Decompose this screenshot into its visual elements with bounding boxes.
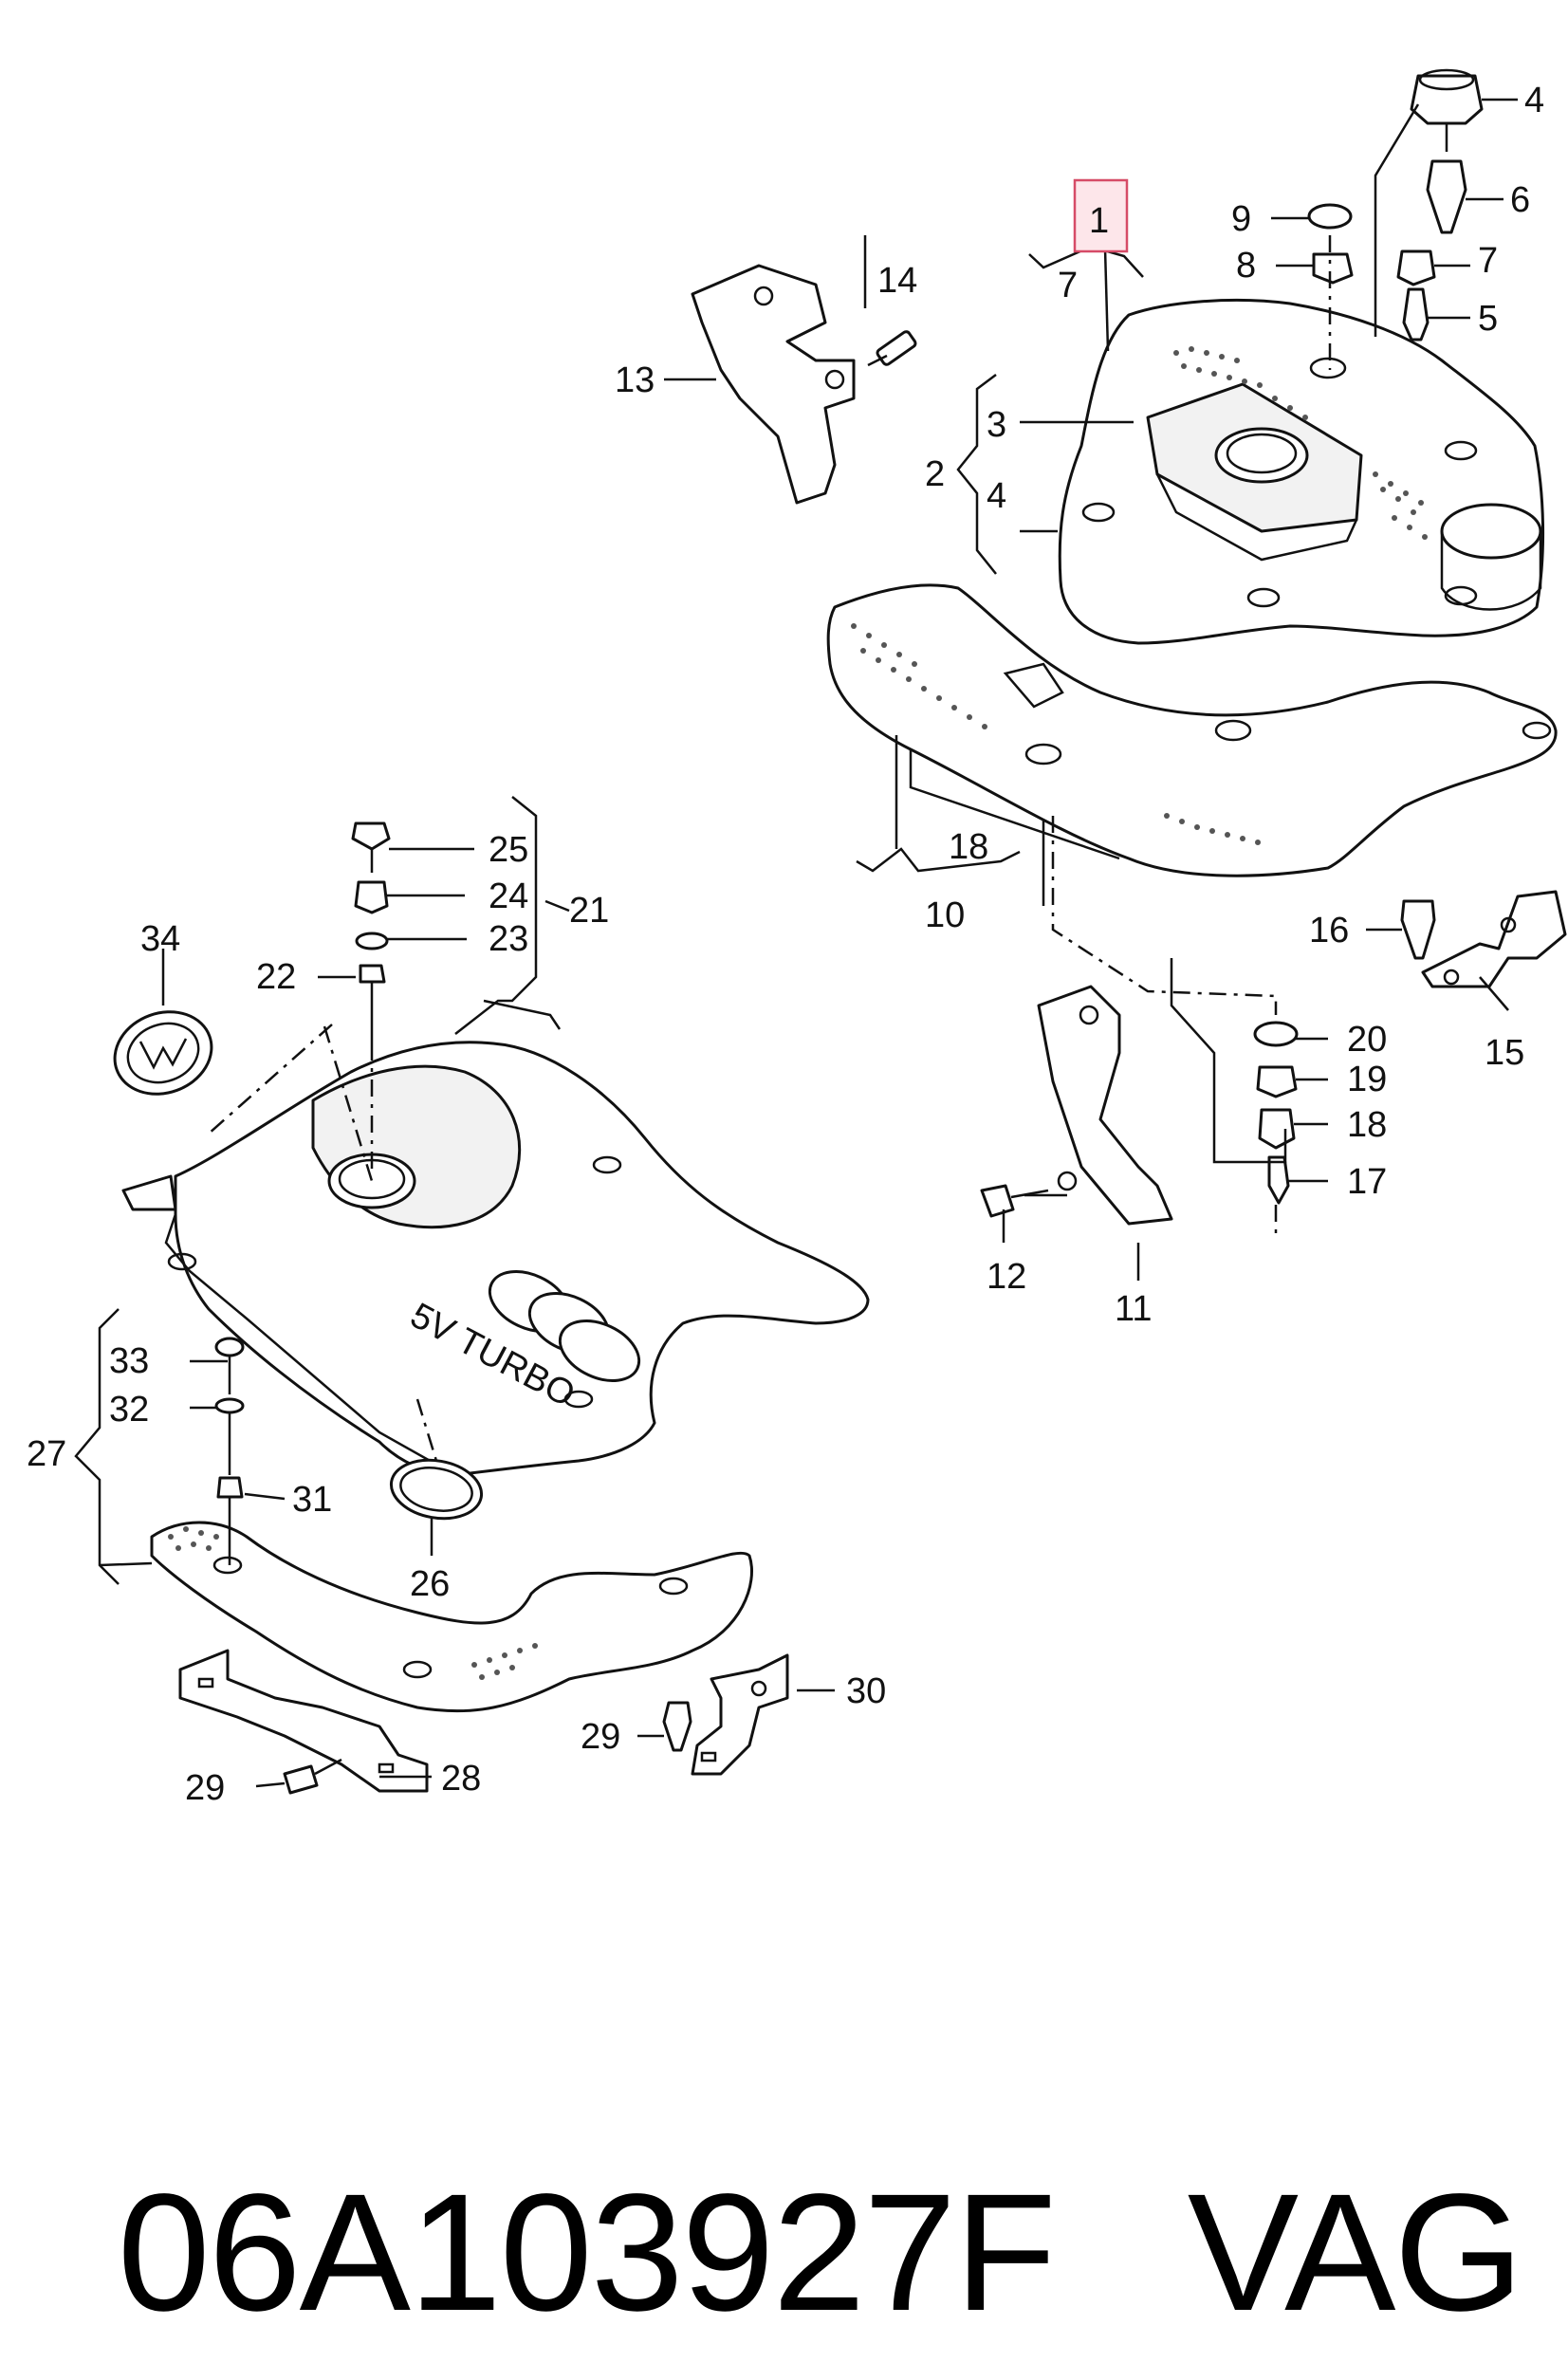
- callout-15: 15: [1485, 1033, 1524, 1073]
- fasteners-31-33: [214, 1337, 245, 1565]
- callout-33: 33: [109, 1341, 149, 1381]
- callout-25: 25: [489, 830, 528, 870]
- callout-21: 21: [569, 891, 609, 931]
- callout-7-right: 7: [1478, 241, 1498, 281]
- fasteners-21-25: [351, 821, 391, 1043]
- cap-20: [1253, 1021, 1299, 1047]
- bracket-30: [691, 1653, 789, 1776]
- audi-engine-cover: 5V TURBO: [121, 1041, 870, 1477]
- callout-labels: 1 2 3 4 4 5 6 7 7 8 9 10 11 12 13 14 15 …: [27, 81, 1544, 1808]
- grommet-18: [1258, 1108, 1296, 1150]
- cap-9: [1307, 203, 1353, 230]
- screw-17: [1267, 1155, 1290, 1205]
- callout-1: 1: [1089, 201, 1109, 241]
- lower-tray-27: [150, 1521, 753, 1713]
- bolt-29-left: [283, 1758, 342, 1795]
- nut-8: [1312, 252, 1354, 285]
- callout-32: 32: [109, 1390, 149, 1430]
- highlighted-callout-box: [1073, 178, 1129, 253]
- lower-cover-texture: [851, 623, 1261, 845]
- callout-11: 11: [1115, 1289, 1152, 1329]
- callout-2: 2: [925, 454, 945, 494]
- callout-17: 17: [1347, 1162, 1387, 1202]
- callout-18-right: 18: [1347, 1105, 1387, 1145]
- dashed-lines: [208, 235, 1332, 1462]
- callout-22: 22: [256, 957, 296, 997]
- callout-3: 3: [987, 405, 1006, 445]
- cover-texture: [1173, 346, 1428, 540]
- callout-23: 23: [489, 919, 528, 959]
- grommet-7: [1396, 249, 1436, 286]
- callout-18-left: 18: [949, 827, 988, 867]
- callout-28: 28: [441, 1759, 481, 1799]
- screw-5: [1402, 287, 1430, 341]
- callout-20: 20: [1347, 1020, 1387, 1060]
- bracket-13: [691, 264, 856, 505]
- bracket-28: [178, 1649, 429, 1793]
- bracket-15: [1421, 890, 1567, 988]
- part-number-caption: 06A103927F VAG: [28, 1926, 1546, 2346]
- vw-emblem-34: [113, 1010, 213, 1096]
- callout-12: 12: [987, 1257, 1026, 1297]
- callout-29-right: 29: [581, 1717, 620, 1757]
- callout-30: 30: [846, 1671, 886, 1711]
- callout-4-lower: 4: [987, 476, 1006, 516]
- bolt-12: [980, 1184, 1049, 1218]
- callout-31: 31: [292, 1480, 332, 1520]
- brand-name: VAG: [1187, 2160, 1524, 2346]
- callout-24: 24: [489, 877, 528, 916]
- callout-6: 6: [1510, 180, 1530, 220]
- callout-8: 8: [1236, 246, 1256, 286]
- bolt-29-right: [662, 1701, 692, 1752]
- callout-34: 34: [140, 919, 180, 959]
- bolt-14: [867, 330, 917, 367]
- callout-16: 16: [1309, 911, 1349, 950]
- fastener-4-top: [1410, 68, 1484, 125]
- lower-engine-cover: [826, 583, 1558, 877]
- upper-engine-cover: [1058, 298, 1545, 645]
- callout-9: 9: [1231, 199, 1251, 239]
- part-number: 06A103927F: [117, 2160, 1057, 2346]
- callout-13: 13: [615, 360, 655, 400]
- bolt-16: [1400, 899, 1436, 960]
- callout-19: 19: [1347, 1060, 1387, 1099]
- callout-29-left: 29: [185, 1768, 225, 1808]
- callout-27: 27: [27, 1434, 66, 1474]
- seal-ring-26: [389, 1458, 484, 1521]
- nut-19: [1256, 1065, 1298, 1098]
- callout-7-top: 7: [1058, 266, 1078, 305]
- callout-26: 26: [410, 1564, 450, 1604]
- exploded-parts-diagram: 5V TURBO: [27, 68, 1567, 1808]
- callout-10: 10: [925, 895, 965, 935]
- callout-14: 14: [877, 261, 917, 301]
- callout-4-upper: 4: [1524, 81, 1544, 120]
- callout-5: 5: [1478, 299, 1498, 339]
- bracket-11: [1037, 985, 1173, 1226]
- stud-6: [1426, 159, 1467, 234]
